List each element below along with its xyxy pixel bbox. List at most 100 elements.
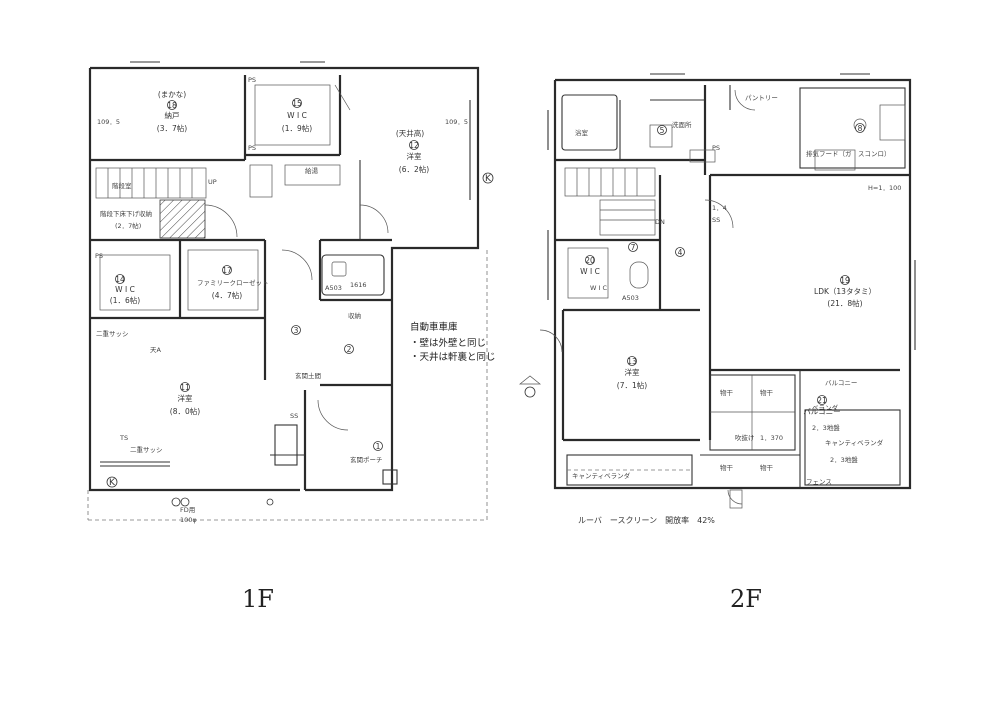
floor2-outer-wall-right	[555, 78, 912, 490]
floor1-room-17-name: ファミリークローゼット	[197, 278, 269, 287]
floor2-hoshi-1: 物干	[720, 388, 734, 397]
floor1-room-3-no: 3	[294, 326, 299, 335]
floor1-bathtub	[321, 254, 385, 296]
floor2-room-4-no: 4	[678, 248, 683, 257]
floor2-hoshi-2: 物干	[760, 388, 774, 397]
floor1-room-1-no: 1	[376, 442, 381, 451]
floor1-fd-size: 100φ	[180, 516, 197, 524]
floor2-room-5-name: 洗面所	[672, 120, 692, 129]
floor2-sink	[814, 149, 856, 171]
floor2-room-13-no: 13	[627, 357, 637, 366]
floor2-wic-shelving	[567, 247, 609, 299]
floor2-arrow-icon	[519, 375, 541, 385]
floor2-room-marker-13	[627, 356, 637, 366]
floor2-bath-label: 浴室	[575, 128, 589, 137]
floor2-plan: 19 LDK（13タタミ） (21．8帖) 13 洋室 (7．1帖) 20 W …	[519, 73, 916, 613]
floor2-room-marker-7	[628, 242, 638, 252]
floor2-room-marker-20	[585, 255, 595, 265]
floor2-room-22-name: バルコニー	[825, 379, 857, 387]
floor2-canopy-right: キャンティベランダ	[825, 438, 884, 447]
floor1-site-boundary	[88, 250, 488, 521]
floor1-room-12-name: 洋室	[407, 151, 422, 161]
floor1-room-15-no: 15	[292, 99, 302, 108]
floor2-toilet	[629, 261, 649, 289]
floor1-room-11-area: (8．0帖)	[170, 406, 200, 416]
floor2-room-13-name: 洋室	[625, 367, 640, 377]
floor1-stairs	[95, 167, 207, 199]
floor1-room-11-name: 洋室	[178, 393, 193, 403]
floor1-outer-wall-left	[88, 68, 300, 492]
floor2-dim-3: 2．3地盤	[830, 455, 858, 464]
floor2-door-swing-3	[734, 89, 756, 111]
floor1-fd: FD用	[180, 506, 195, 514]
floor2-fence: フェンス	[806, 478, 832, 486]
floor1-room-18-area: (3．7帖)	[157, 123, 187, 133]
floor1-room-marker-17	[222, 265, 232, 275]
floor1-toilet-code: A503	[325, 284, 342, 292]
floor1-outer-wall-right	[90, 66, 480, 492]
floor1-fd-icon	[171, 497, 181, 507]
floor2-room-19-name: LDK（13タタミ）	[814, 287, 876, 296]
floor1-porch-step	[274, 424, 298, 466]
floor2-room-13-area: (7．1帖)	[617, 380, 647, 390]
floor1-up: UP	[208, 178, 217, 186]
floor1-room-marker-12	[409, 140, 419, 150]
floor1-toilet	[331, 261, 347, 277]
floor1-wall-dim-2: 109．5	[445, 118, 468, 126]
floor1-garage-note-title: 自動車車庫	[410, 321, 458, 333]
floor1-room-marker-1	[373, 441, 383, 451]
floor2-wic-label: W I C	[590, 284, 607, 292]
floor2-dim-2: 2．3地盤	[812, 423, 840, 432]
floor1-room-14-name: W I C	[115, 285, 135, 294]
floor1-room-12-area: (6．2帖)	[399, 164, 429, 174]
floor1-room-17-no: 17	[222, 266, 232, 275]
floor2-washer	[649, 124, 673, 148]
floor1-stair-label: 階段室	[112, 181, 132, 190]
floor2-kitchen-h: H=1．100	[868, 184, 901, 192]
floor2-drying-area	[709, 374, 796, 451]
floor1-water-heater	[284, 164, 341, 186]
floor1-room-12-note: (天井高)	[396, 128, 424, 138]
floor1-label: 1F	[242, 585, 274, 613]
floor1-room-16-area: (2．7帖)	[115, 221, 141, 230]
floor1-storage: 収納	[348, 311, 361, 320]
floor2-room-21-no: 21	[817, 396, 827, 405]
floor1-room-18-name: 納戸	[165, 110, 180, 120]
floor1-sash-left: 二重サッシ	[96, 330, 129, 338]
floor2-pantry: パントリー	[745, 94, 778, 102]
floor1-wash-basin	[249, 164, 273, 198]
floor2-balcony: ベランダ	[812, 403, 839, 412]
floor2-door-swing-1	[704, 199, 734, 229]
floor1-k-marker-1	[482, 172, 494, 184]
floor1-room-marker-15	[292, 98, 302, 108]
floor1-room-marker-3	[291, 325, 301, 335]
floor2-dn: DN	[655, 218, 665, 226]
floor1-porch-post	[382, 469, 398, 485]
floor1-closet-shelving	[187, 249, 259, 311]
floor1-k1: K	[485, 174, 492, 184]
floor1-wall-dim-1: 109．5	[97, 118, 120, 126]
floor2-drain-icon	[524, 386, 536, 398]
floor2-room-marker-8	[855, 123, 865, 133]
floor2-room-19-no: 19	[840, 276, 850, 285]
floor2-door-swing-2	[539, 329, 563, 353]
floor2-room-marker-21	[817, 395, 827, 405]
floor1-genkan: 玄関土間	[295, 371, 321, 380]
floor2-bathtub	[561, 94, 618, 151]
floor1-garage-note-line2: ・天井は軒裏と同じ	[410, 351, 496, 363]
floor1-under-stair-hatch	[159, 199, 206, 239]
floor1-wic-shelving	[254, 84, 331, 146]
floor2-room-19-area: (21．8帖)	[827, 298, 862, 308]
floor2-hood: 排気フード（ガ スコンロ）	[806, 149, 891, 158]
floor1-room-marker-2	[344, 344, 354, 354]
floor2-canopy-veranda-right	[804, 409, 901, 486]
floor2-toilet-code: A503	[622, 294, 639, 302]
floor2-canopy-left: キャンティベランダ	[572, 471, 631, 480]
floor2-room-5-no: 5	[660, 126, 665, 135]
floor2-room-marker-5	[657, 125, 667, 135]
floor2-room-20-name: W I C	[580, 267, 600, 276]
floor1-door-swing-4	[317, 399, 349, 431]
floor2-ss: SS	[712, 216, 720, 224]
floor2-ac-unit	[729, 489, 743, 509]
floor1-ps-mid: PS	[248, 144, 256, 152]
